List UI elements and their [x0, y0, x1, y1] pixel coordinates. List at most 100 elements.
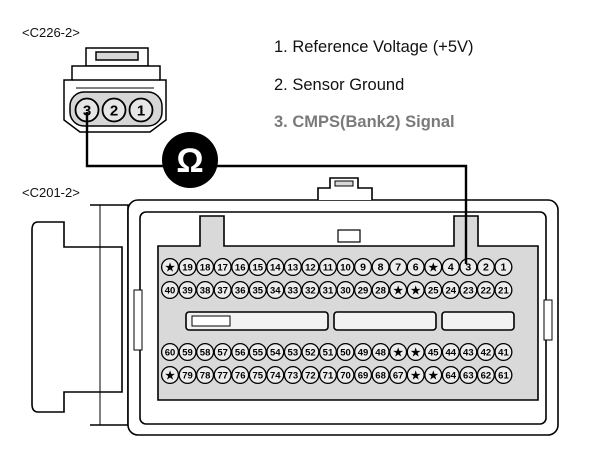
ecm-pin-blank: ★	[406, 342, 425, 362]
ecm-pin-63: 63	[459, 365, 478, 385]
ecm-pin-30: 30	[336, 280, 355, 300]
svg-text:69: 69	[358, 371, 369, 382]
ecm-pin-7: 7	[389, 257, 408, 277]
ecm-pin-61: 61	[494, 365, 513, 385]
svg-text:31: 31	[323, 286, 334, 297]
ecm-pin-2: 2	[476, 257, 495, 277]
svg-text:3: 3	[465, 262, 471, 274]
pin-description-1: 1. Reference Voltage (+5V)	[274, 38, 474, 56]
ecm-pin-18: 18	[196, 257, 215, 277]
sensor-pins: 3 2 1	[74, 97, 154, 123]
ecm-pin-71: 71	[318, 365, 338, 385]
svg-text:2: 2	[483, 262, 489, 274]
svg-text:79: 79	[182, 371, 193, 382]
svg-text:4: 4	[448, 262, 454, 274]
svg-text:★: ★	[393, 285, 403, 297]
ecm-pin-31: 31	[318, 280, 338, 300]
ecm-pin-4: 4	[441, 257, 460, 277]
svg-text:★: ★	[165, 262, 175, 274]
svg-text:74: 74	[270, 371, 281, 382]
ecm-pin-42: 42	[476, 342, 495, 362]
svg-text:34: 34	[270, 286, 281, 297]
svg-text:63: 63	[463, 371, 474, 382]
svg-text:67: 67	[393, 371, 404, 382]
ecm-pin-28: 28	[371, 280, 390, 300]
ecm-pin-44: 44	[441, 342, 460, 362]
svg-text:30: 30	[340, 286, 351, 297]
svg-text:25: 25	[428, 286, 439, 297]
svg-text:★: ★	[165, 370, 175, 382]
ecm-pin-8: 8	[371, 257, 390, 277]
ecm-pin-41: 41	[494, 342, 513, 362]
svg-text:75: 75	[252, 371, 263, 382]
svg-text:39: 39	[182, 286, 193, 297]
svg-text:68: 68	[375, 371, 386, 382]
ecm-pin-79: 79	[178, 365, 197, 385]
sensor-connector-label: <C226-2>	[22, 25, 80, 40]
svg-text:55: 55	[252, 348, 263, 359]
ecm-pin-76: 76	[231, 365, 250, 385]
svg-text:37: 37	[217, 286, 228, 297]
ecm-pin-58: 58	[196, 342, 215, 362]
svg-text:53: 53	[288, 348, 299, 359]
svg-text:★: ★	[411, 370, 421, 382]
ecm-pin-13: 13	[283, 257, 302, 277]
svg-text:33: 33	[288, 286, 299, 297]
ecm-pin-78: 78	[196, 365, 215, 385]
ecm-pin-blank: ★	[406, 280, 425, 300]
svg-text:7: 7	[395, 262, 401, 274]
svg-text:16: 16	[235, 263, 246, 274]
svg-text:57: 57	[217, 348, 228, 359]
ohm-symbol: Ω	[176, 142, 203, 180]
svg-text:40: 40	[165, 286, 176, 297]
sensor-pin-2: 2	[101, 97, 127, 123]
ecm-pin-9: 9	[353, 257, 373, 277]
pin-description-3: 3. CMPS(Bank2) Signal	[274, 113, 455, 131]
ecm-pin-blank: ★	[160, 365, 180, 385]
ecm-pin-38: 38	[196, 280, 215, 300]
ecm-pin-62: 62	[476, 365, 495, 385]
svg-text:32: 32	[305, 286, 316, 297]
svg-text:9: 9	[360, 262, 366, 274]
svg-text:59: 59	[182, 348, 193, 359]
svg-text:★: ★	[411, 347, 421, 359]
svg-text:71: 71	[323, 371, 334, 382]
sensor-pin-1: 1	[128, 97, 154, 123]
svg-text:41: 41	[498, 348, 509, 359]
ecm-pin-25: 25	[424, 280, 443, 300]
ecm-pin-36: 36	[231, 280, 250, 300]
svg-text:62: 62	[481, 371, 492, 382]
ecm-pin-50: 50	[336, 342, 355, 362]
svg-text:2: 2	[110, 103, 118, 120]
ecm-pin-59: 59	[178, 342, 197, 362]
svg-text:54: 54	[270, 348, 281, 359]
ecm-pin-35: 35	[248, 280, 267, 300]
ecm-pin-45: 45	[424, 342, 443, 362]
svg-text:56: 56	[235, 348, 246, 359]
svg-text:77: 77	[217, 371, 228, 382]
ecm-pin-16: 16	[231, 257, 250, 277]
svg-text:6: 6	[413, 262, 419, 274]
svg-text:60: 60	[165, 348, 176, 359]
ecm-pin-53: 53	[283, 342, 302, 362]
svg-text:8: 8	[378, 262, 384, 274]
ecm-pin-77: 77	[213, 365, 232, 385]
ecm-pin-68: 68	[371, 365, 390, 385]
ecm-pin-22: 22	[476, 280, 495, 300]
svg-text:1: 1	[137, 103, 145, 120]
svg-text:★: ★	[393, 347, 403, 359]
svg-text:42: 42	[481, 348, 492, 359]
ecm-connector-label: <C201-2>	[22, 185, 80, 200]
svg-text:3: 3	[83, 103, 91, 120]
ohmmeter-icon	[162, 132, 218, 188]
ecm-pin-48: 48	[371, 342, 390, 362]
ecm-pin-56: 56	[231, 342, 250, 362]
svg-text:24: 24	[446, 286, 457, 297]
svg-text:★: ★	[428, 262, 438, 274]
ecm-pin-14: 14	[266, 257, 285, 277]
ecm-pin-32: 32	[301, 280, 320, 300]
ecm-pin-49: 49	[353, 342, 373, 362]
ecm-pin-43: 43	[459, 342, 478, 362]
